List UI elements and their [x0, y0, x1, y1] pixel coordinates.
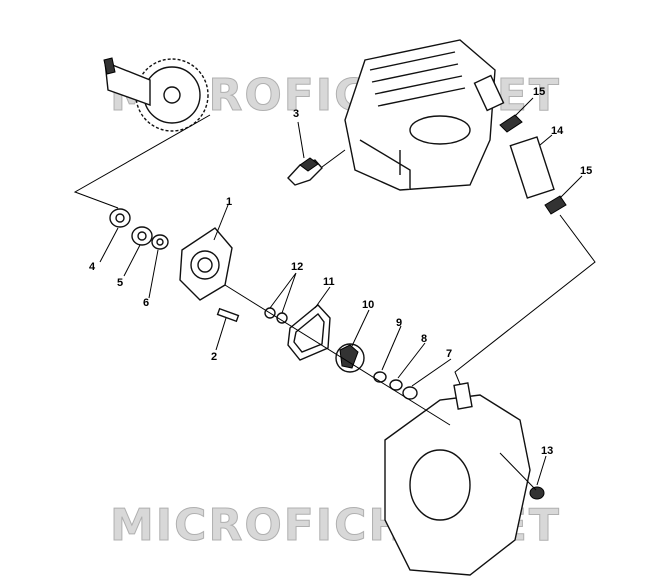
callout-15-upper: 15: [533, 86, 545, 98]
callout-8: 8: [421, 333, 427, 345]
gasket-part: [287, 304, 331, 361]
o-ring-part: [264, 307, 288, 324]
callout-7: 7: [446, 348, 452, 360]
seal-part: [131, 226, 153, 246]
camshaft-gear-part: [103, 57, 209, 132]
washer-part: [151, 234, 169, 250]
callout-12: 12: [291, 261, 303, 273]
callout-9: 9: [396, 317, 402, 329]
hose-part: [509, 136, 555, 199]
temp-sender-part: [287, 157, 323, 186]
seal-small-part: [402, 386, 418, 400]
crankcase-cover-part: [384, 382, 531, 576]
callout-3: 3: [293, 108, 299, 120]
callout-14: 14: [551, 125, 564, 137]
leader-lines: [73, 97, 596, 491]
callout-6: 6: [143, 297, 149, 309]
pump-housing-part: [179, 227, 233, 301]
impeller-part: [335, 343, 365, 373]
callout-13: 13: [541, 445, 553, 457]
cylinder-head-part: [344, 39, 505, 191]
bearing-part: [109, 208, 131, 228]
callout-10: 10: [362, 299, 374, 311]
hose-clamp-upper-part: [499, 114, 523, 133]
hose-clamp-lower-part: [544, 195, 567, 215]
callout-2: 2: [211, 351, 217, 363]
callout-5: 5: [117, 277, 123, 289]
callout-4: 4: [89, 261, 96, 273]
dowel-pin-part: [216, 307, 240, 323]
nut-part: [389, 379, 403, 391]
callout-15-lower: 15: [580, 165, 592, 177]
callout-11: 11: [323, 276, 335, 288]
callout-1: 1: [226, 196, 232, 208]
washer-small-part: [373, 371, 387, 383]
bolt-part: [529, 486, 545, 500]
